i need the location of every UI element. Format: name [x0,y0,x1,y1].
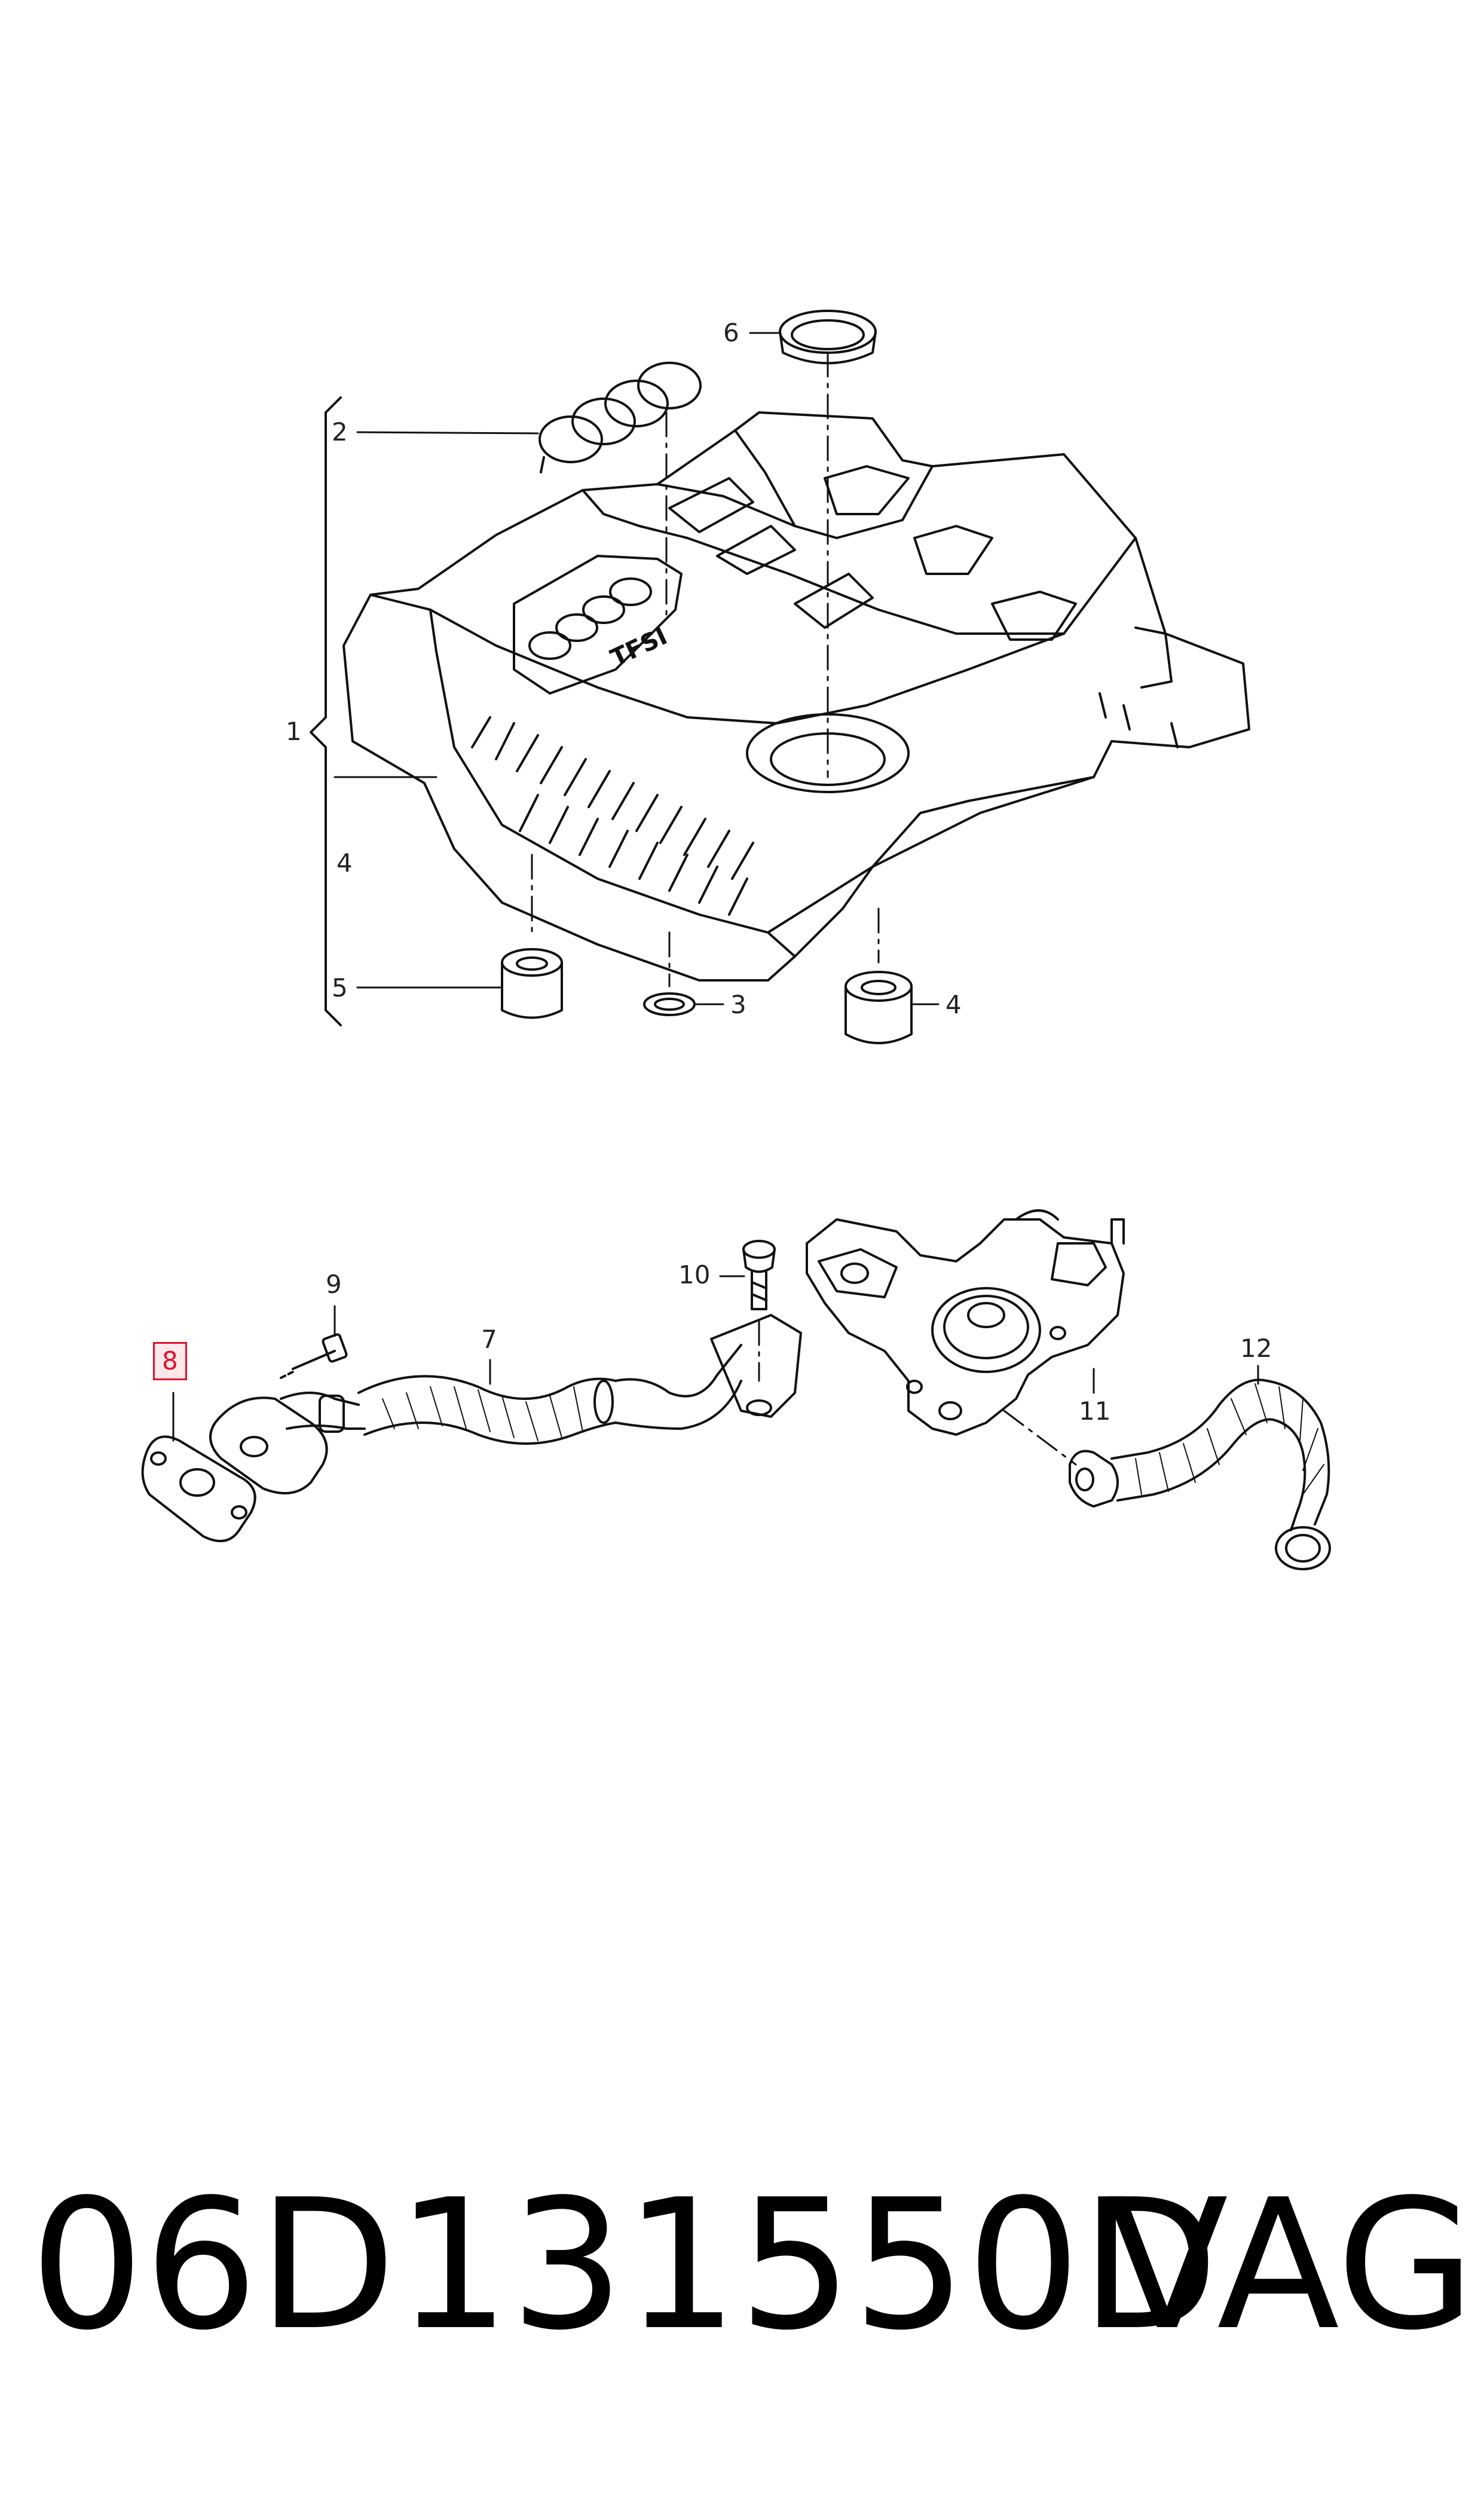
pipe-sleeve-texture [382,1386,583,1441]
footer: 06D131550D VAG [30,2161,1475,2370]
callout-1: 1 [286,717,302,746]
callout-11: 11 [1079,1396,1111,1426]
assembly-axis-lines [531,351,1077,1466]
turbo-gasket [141,1435,256,1542]
breather-hose [1069,1378,1331,1570]
hose-sleeve-texture [1135,1383,1324,1495]
callout-12: 12 [1240,1334,1272,1363]
filler-seal-ring [779,310,877,365]
rubber-mount-right [844,971,913,1044]
callout-8-highlighted[interactable]: 8 [153,1342,187,1380]
oil-separator [806,1209,1125,1436]
callout-6: 6 [723,318,739,347]
emblem-rings [538,362,702,473]
group-bracket [310,396,342,1026]
callout-4-upper: 4 [336,848,353,878]
callout-3: 3 [730,990,746,1019]
callout-2: 2 [332,417,348,447]
leader-lines-upper [333,332,940,1005]
part-number: 06D131550D [30,2161,1219,2370]
callout-10: 10 [678,1260,711,1289]
engine-cover [342,411,1250,982]
oil-return-pipe [209,1314,802,1494]
torx-screw [742,1240,776,1310]
rubber-mount-left [501,948,563,1019]
callout-4-lower: 4 [946,990,962,1019]
brand-name: VAG [1106,2161,1476,2370]
callout-5: 5 [332,973,348,1002]
flange-bolt [280,1333,348,1379]
leader-lines-lower [172,1275,1259,1442]
callout-7: 7 [481,1325,497,1354]
grommet [643,992,696,1016]
callout-9: 9 [326,1270,342,1299]
